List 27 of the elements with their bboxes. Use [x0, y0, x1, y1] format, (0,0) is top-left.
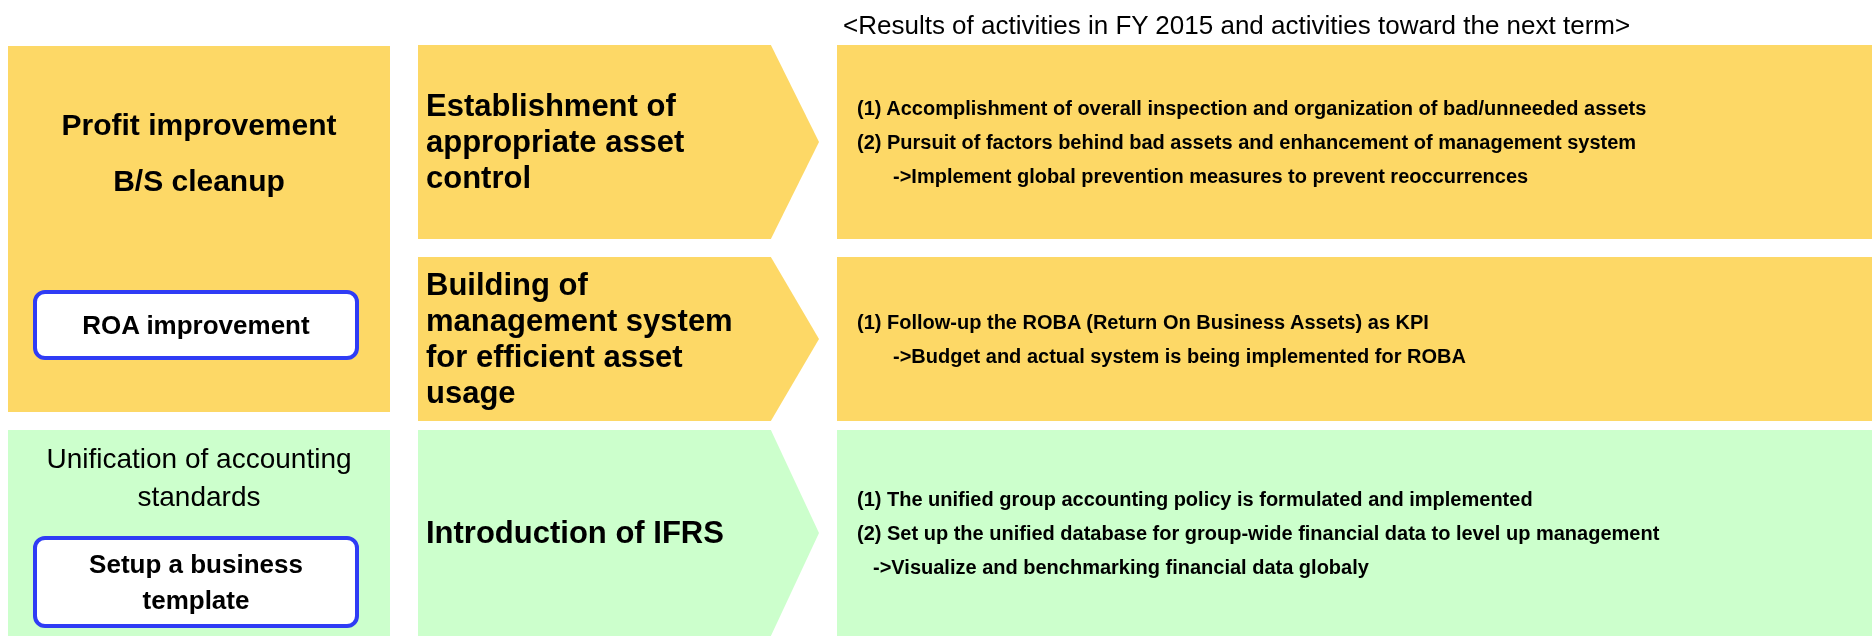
objective-panel — [8, 430, 390, 636]
objective-heading: Profit improvement — [61, 107, 337, 143]
chevron-box — [418, 257, 819, 421]
result-text: ->Implement global prevention measures to prevent reoccurrences — [892, 164, 1530, 189]
result-text: ->Visualize and benchmarking financial data globaly — [872, 555, 1370, 580]
initiative-title: Introduction of IFRS — [426, 515, 724, 551]
goal-box — [33, 290, 359, 360]
result-text: ->Budget and actual system is being implemented for ROBA — [892, 344, 1467, 369]
result-text: (1) Accomplishment of overall inspection and organization of bad/unneeded assets — [857, 96, 1648, 121]
result-panel — [837, 430, 1872, 636]
objective-heading: Unification of accounting standards — [45, 442, 353, 514]
result-text: (1) The unified group accounting policy is formulated and implemented — [857, 487, 1534, 512]
section-title: <Results of activities in FY 2015 and activities toward the next term> — [843, 9, 1631, 42]
chevron-box — [418, 430, 819, 636]
result-text: (1) Follow-up the ROBA (Return On Business Assets) as KPI — [857, 310, 1430, 335]
goal-label: ROA improvement — [81, 309, 311, 342]
initiative-title: Establishment of appropriate asset control — [426, 88, 686, 196]
initiative-title: Building of management system for efficient asset usage — [426, 267, 734, 411]
goal-box — [33, 536, 359, 628]
chevron-box — [418, 45, 819, 239]
goal-label: Setup a business template — [88, 548, 304, 617]
result-panel — [837, 45, 1872, 239]
objective-heading: B/S cleanup — [113, 162, 285, 199]
objective-panel — [8, 46, 390, 412]
result-text: (2) Pursuit of factors behind bad assets and enhancement of management system — [857, 130, 1638, 155]
result-panel — [837, 257, 1872, 421]
result-text: (2) Set up the unified database for group-wide financial data to level up management — [857, 521, 1661, 546]
